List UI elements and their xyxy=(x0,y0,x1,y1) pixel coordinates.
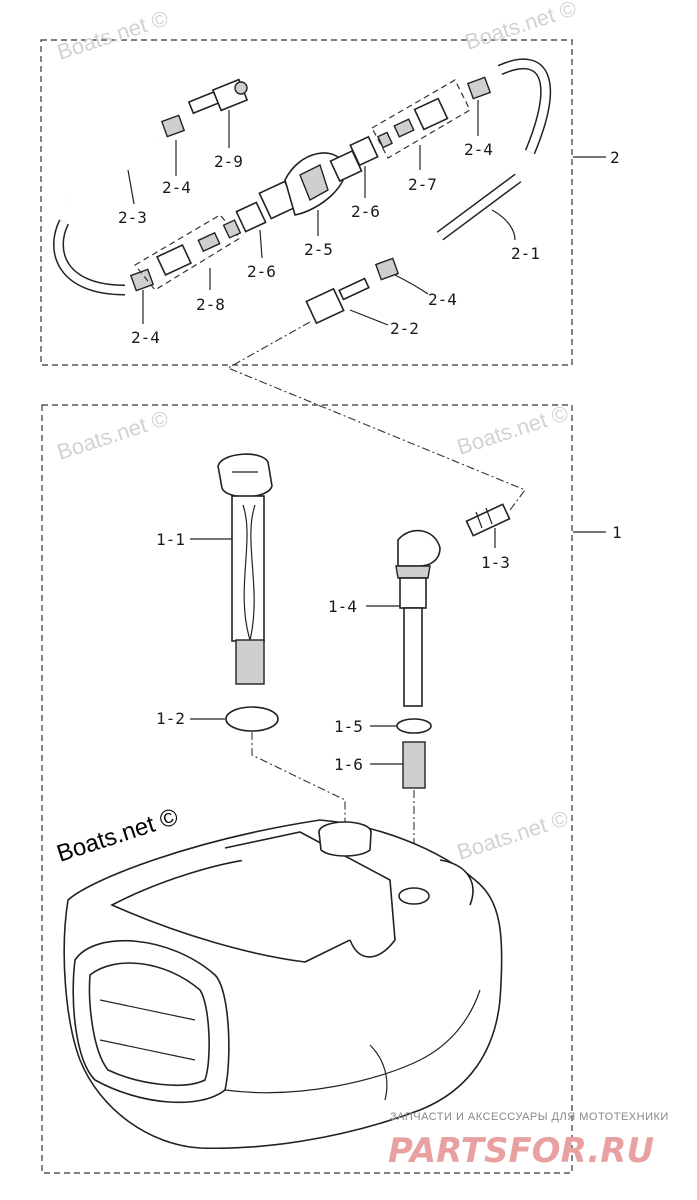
label-1-2: 1-2 xyxy=(156,709,185,728)
watermark: Boats.net © xyxy=(54,405,171,464)
label-2-9: 2-9 xyxy=(214,152,243,171)
label-2-2: 2-2 xyxy=(390,319,419,338)
hose-2-3-lower xyxy=(53,219,126,296)
connection-line-2-to-1 xyxy=(226,321,526,511)
label-1-5: 1-5 xyxy=(334,717,363,736)
nut-2-4-a xyxy=(160,114,186,138)
label-1-4: 1-4 xyxy=(328,597,357,616)
nut-2-4-d xyxy=(374,257,400,281)
hose-2-3-upper-inner xyxy=(63,138,157,203)
group-2-label: 2 xyxy=(610,148,620,167)
ring-2-6-b xyxy=(377,131,393,149)
pickup-tube-1-4 xyxy=(395,529,441,707)
label-2-8: 2-8 xyxy=(196,295,225,314)
nut-2-6-a xyxy=(235,201,267,233)
ring-2-6-a xyxy=(222,219,242,239)
label-1-1: 1-1 xyxy=(156,530,185,549)
connector-2-9 xyxy=(187,78,249,115)
nut-2-6-b xyxy=(349,135,379,167)
label-2-7: 2-7 xyxy=(408,175,437,194)
nut-2-4-b xyxy=(129,268,155,292)
label-2-5: 2-5 xyxy=(304,240,333,259)
watermark: Boats.net © xyxy=(454,805,571,864)
footer-subtitle: ЗАПЧАСТИ И АКСЕССУАРЫ ДЛЯ МОТОТЕХНИКИ xyxy=(390,1111,669,1123)
connection-line-gauge-to-tank xyxy=(251,732,346,830)
o-ring-1-2 xyxy=(225,706,279,732)
label-2-4-c: 2-4 xyxy=(464,140,493,159)
group-2-7-frame xyxy=(371,79,471,159)
hose-2-1-lower-inner xyxy=(437,174,521,240)
fuel-tank xyxy=(63,819,503,1150)
label-2-6-a: 2-6 xyxy=(247,262,276,281)
watermark: Boats.net © xyxy=(54,5,171,64)
label-2-3: 2-3 xyxy=(118,208,147,227)
watermark: Boats.net © xyxy=(462,0,579,55)
connector-2-2 xyxy=(305,277,370,325)
filter-1-6 xyxy=(402,741,426,789)
label-1-6: 1-6 xyxy=(334,755,363,774)
label-2-4-a: 2-4 xyxy=(162,178,191,197)
label-2-4-b: 2-4 xyxy=(131,328,160,347)
hose-2-3-lower-inner xyxy=(54,220,126,294)
group-2-8-frame xyxy=(134,214,241,291)
label-2-6-b: 2-6 xyxy=(351,202,380,221)
primer-bulb-2-5 xyxy=(258,149,363,220)
watermark: Boats.net © xyxy=(454,400,571,459)
fitting-2-7 xyxy=(393,97,449,138)
label-2-1: 2-1 xyxy=(511,244,540,263)
label-1-3: 1-3 xyxy=(481,553,510,572)
group-1-frame xyxy=(41,404,573,1174)
fuel-gauge-1-1 xyxy=(217,453,273,685)
nut-2-4-c xyxy=(466,76,492,100)
hose-2-1-upper-inner xyxy=(498,60,550,154)
washer-1-5 xyxy=(396,718,432,734)
label-2-4-d: 2-4 xyxy=(428,290,457,309)
fitting-1-3 xyxy=(465,503,511,537)
group-2-frame xyxy=(40,39,573,366)
footer-brand: PARTSFOR.RU xyxy=(388,1131,654,1171)
fitting-2-8 xyxy=(156,231,221,277)
group-1-label: 1 xyxy=(612,523,622,542)
